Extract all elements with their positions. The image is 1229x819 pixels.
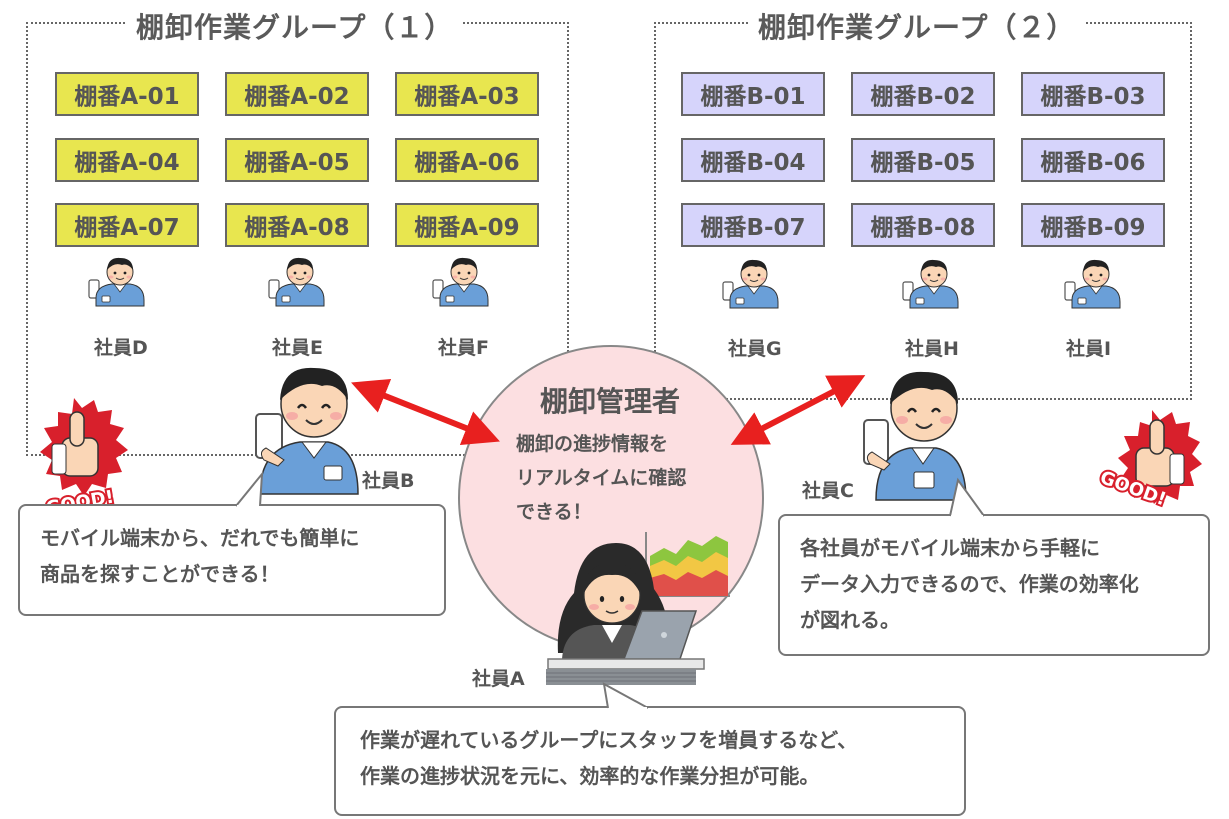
shelf-a-04: 棚番A-04 bbox=[55, 138, 199, 182]
employee-i-label: 社員I bbox=[1066, 338, 1112, 360]
employee-a-figure-icon bbox=[546, 543, 705, 685]
progress-chart-icon bbox=[645, 532, 730, 597]
shelf-a-02: 棚番A-02 bbox=[225, 72, 369, 116]
shelf-a-07: 棚番A-07 bbox=[55, 203, 199, 247]
bottom-bubble-line-1: 作業が遅れているグループにスタッフを増員するなど、 bbox=[360, 728, 858, 752]
employee-a-label: 社員A bbox=[472, 668, 525, 690]
employee-b-figure-icon bbox=[255, 367, 359, 495]
employee-e-label: 社員E bbox=[272, 337, 323, 359]
employee-f-label: 社員F bbox=[438, 337, 489, 359]
shelf-b-09: 棚番B-09 bbox=[1021, 203, 1165, 247]
shelf-b-07: 棚番B-07 bbox=[681, 203, 825, 247]
employee-c-label: 社員C bbox=[802, 480, 854, 502]
manager-line-3: できる！ bbox=[516, 501, 592, 523]
employee-c-figure-icon bbox=[863, 371, 967, 501]
bottom-bubble: 作業が遅れているグループにスタッフを増員するなど、 作業の進捗状況を元に、効率的… bbox=[334, 706, 966, 816]
shelf-a-09: 棚番A-09 bbox=[395, 203, 539, 247]
shelf-b-06: 棚番B-06 bbox=[1021, 138, 1165, 182]
shelf-a-01: 棚番A-01 bbox=[55, 72, 199, 116]
group-1-title: 棚卸作業グループ（１） bbox=[126, 6, 464, 46]
employee-b-label: 社員B bbox=[362, 470, 415, 492]
shelf-a-08: 棚番A-08 bbox=[225, 203, 369, 247]
shelf-b-05: 棚番B-05 bbox=[851, 138, 995, 182]
employee-c-bubble-line-1: 各社員がモバイル端末から手軽に bbox=[800, 536, 1100, 560]
employee-b-bubble-tail bbox=[235, 470, 264, 508]
shelf-b-08: 棚番B-08 bbox=[851, 203, 995, 247]
employee-h-label: 社員H bbox=[905, 338, 959, 360]
employee-c-bubble-line-2: データ入力できるので、作業の効率化 bbox=[800, 572, 1139, 596]
employee-b-bubble-line-2: 商品を探すことができる！ bbox=[40, 562, 280, 586]
manager-title: 棚卸管理者 bbox=[540, 385, 681, 418]
employee-c-bubble-tail bbox=[949, 477, 985, 518]
employee-b-bubble: モバイル端末から、だれでも簡単に 商品を探すことができる！ bbox=[18, 504, 446, 616]
good-badge-right-icon: GOOD! bbox=[1095, 410, 1202, 512]
bottom-bubble-tail bbox=[602, 682, 649, 710]
shelf-b-04: 棚番B-04 bbox=[681, 138, 825, 182]
employee-g-label: 社員G bbox=[728, 338, 782, 360]
group-2-title: 棚卸作業グループ（２） bbox=[748, 6, 1086, 46]
shelf-b-01: 棚番B-01 bbox=[681, 72, 825, 116]
shelf-a-06: 棚番A-06 bbox=[395, 138, 539, 182]
employee-c-bubble-line-3: が図れる。 bbox=[800, 608, 900, 632]
shelf-a-03: 棚番A-03 bbox=[395, 72, 539, 116]
bottom-bubble-line-2: 作業の進捗状況を元に、効率的な作業分担が可能。 bbox=[360, 764, 820, 788]
manager-line-2: リアルタイムに確認 bbox=[516, 467, 687, 489]
shelf-b-03: 棚番B-03 bbox=[1021, 72, 1165, 116]
employee-b-bubble-line-1: モバイル端末から、だれでも簡単に bbox=[40, 526, 360, 550]
employee-c-bubble: 各社員がモバイル端末から手軽に データ入力できるので、作業の効率化 が図れる。 bbox=[778, 514, 1210, 656]
shelf-a-05: 棚番A-05 bbox=[225, 138, 369, 182]
employee-d-label: 社員D bbox=[94, 337, 148, 359]
manager-line-1: 棚卸の進捗情報を bbox=[516, 433, 669, 455]
shelf-b-02: 棚番B-02 bbox=[851, 72, 995, 116]
